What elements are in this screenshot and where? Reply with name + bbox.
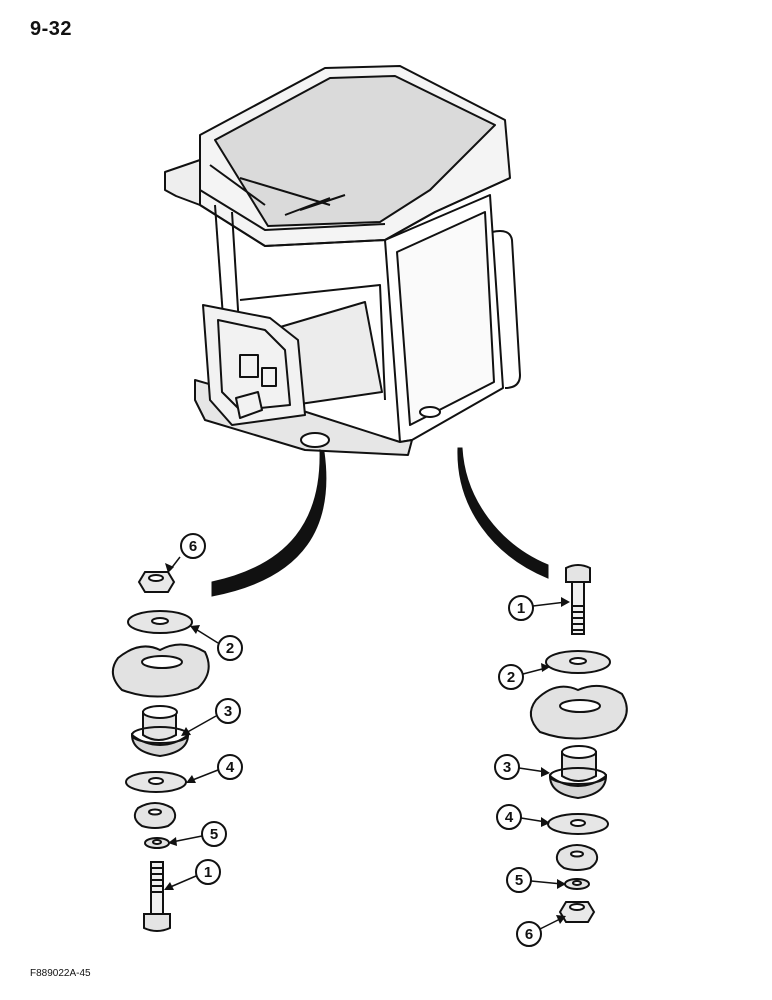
right-mount-stack	[529, 564, 628, 923]
left-callout-label: 3	[224, 703, 232, 720]
right-callout-label: 6	[525, 926, 533, 943]
left-mount-stack	[111, 571, 210, 932]
cab-console	[202, 304, 306, 426]
page-number: 9-32	[30, 18, 73, 40]
cab-assembly	[164, 65, 521, 456]
left-callouts: 6 2 3 4 5 1	[164, 533, 243, 890]
left-mount-boss	[300, 432, 330, 448]
right-callout-label: 2	[507, 669, 515, 686]
left-washer-lower	[125, 771, 187, 793]
cab-door-glass	[396, 211, 495, 426]
right-washer-lower	[547, 813, 609, 835]
right-bolt	[565, 564, 591, 635]
left-callout-label: 6	[189, 538, 197, 555]
right-lock-washer	[564, 878, 590, 890]
right-callouts: 1 2 3 4 5 6	[494, 595, 570, 947]
left-bolt	[143, 861, 171, 932]
figure-code: F889022A-45	[30, 968, 91, 979]
right-cushion-pad	[529, 684, 628, 740]
cab-front-ledge	[164, 159, 201, 206]
right-callout-label: 3	[503, 759, 511, 776]
left-lock-washer	[144, 837, 170, 849]
right-spacer	[555, 844, 599, 871]
left-nut	[137, 571, 176, 593]
right-mount-boss	[419, 406, 441, 418]
left-callout-label: 2	[226, 640, 234, 657]
left-callout-label: 5	[210, 826, 218, 843]
left-spacer	[133, 802, 177, 829]
cab-door-frame	[384, 194, 504, 443]
right-nut	[558, 901, 596, 923]
left-isolator	[130, 705, 190, 758]
right-mount-arrow	[457, 447, 549, 579]
left-callout-label: 4	[226, 759, 235, 776]
cab-roof-panel	[214, 75, 496, 227]
right-callout-label: 5	[515, 872, 523, 889]
left-mount-arrow	[211, 449, 327, 597]
right-callout-label: 4	[505, 809, 514, 826]
left-washer-upper	[127, 610, 193, 634]
left-cushion-pad	[111, 643, 210, 698]
right-callout-label: 1	[517, 600, 525, 617]
cab-handrail	[491, 230, 521, 389]
right-washer-upper	[545, 650, 611, 674]
left-callout-label: 1	[204, 864, 212, 881]
right-isolator	[548, 745, 608, 800]
